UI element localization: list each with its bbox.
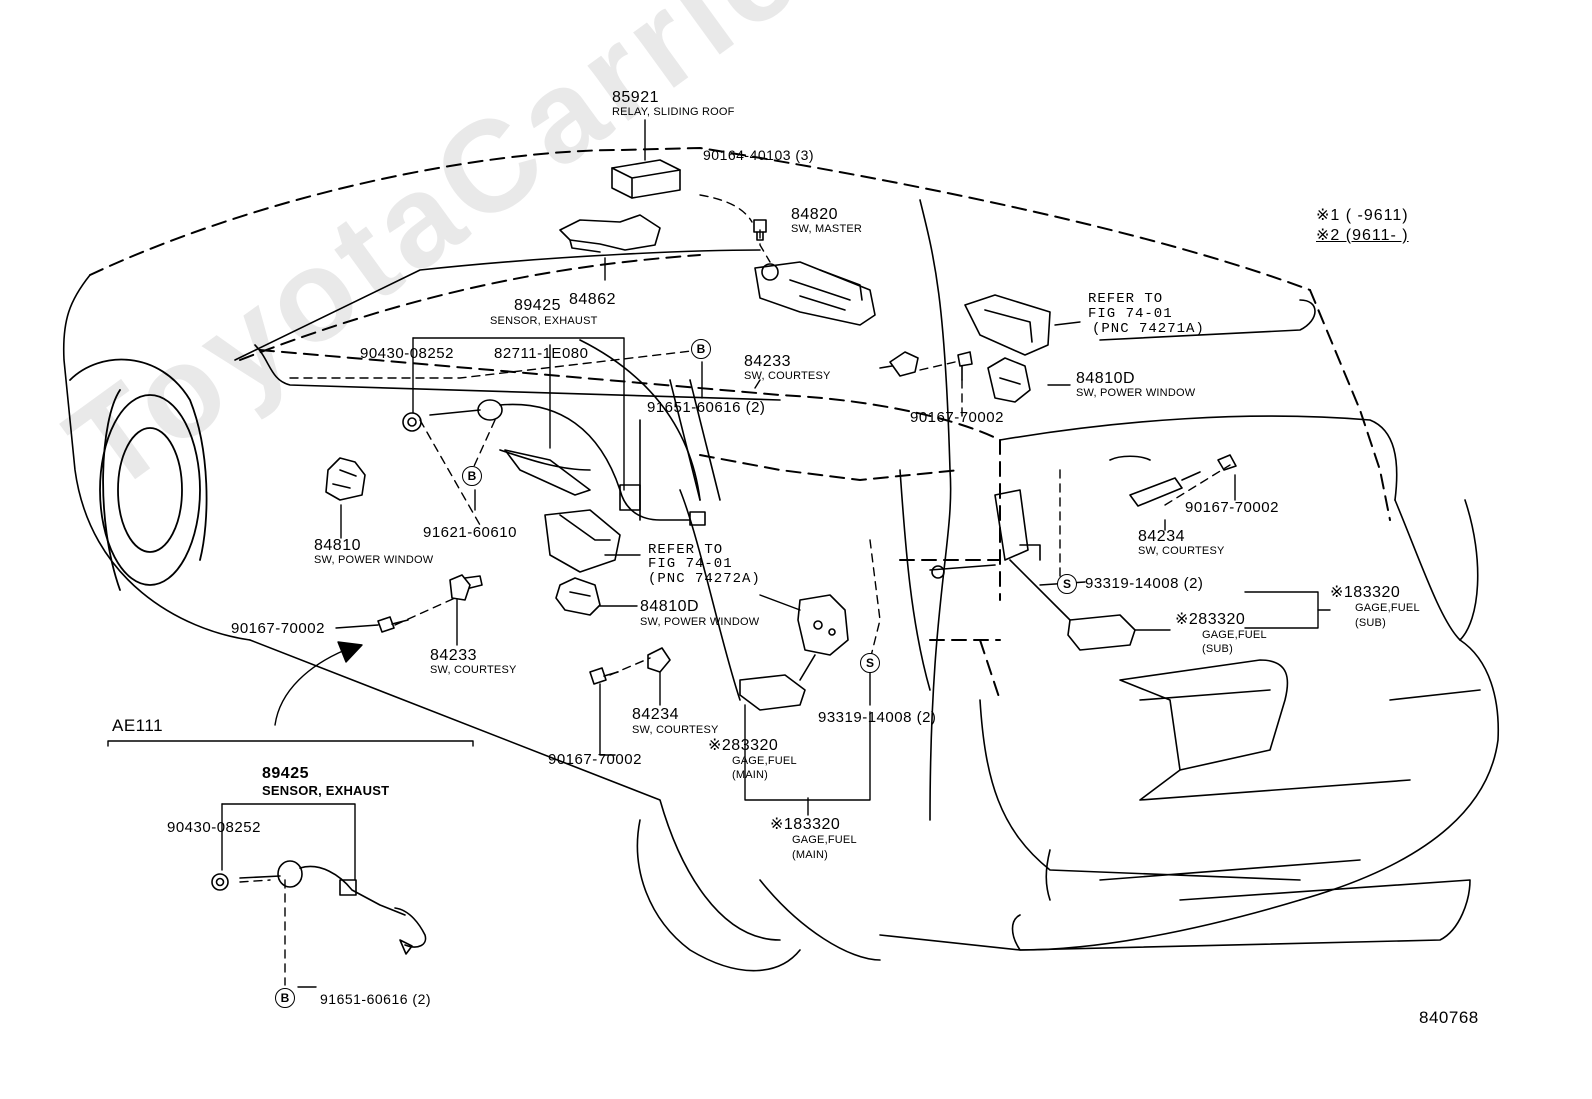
part-83320-sub2-desc1: GAGE,FUEL (1202, 629, 1267, 641)
part-91651-number: 91651-60616 (2) (647, 399, 766, 416)
part-83320-sub2-number: ※283320 (1175, 611, 1246, 628)
part-84862-number: 84862 (569, 291, 616, 308)
ae111-part-91651-number: 91651-60616 (2) (320, 991, 432, 1007)
relay-sliding-roof-part (611, 159, 681, 199)
part-84810D-left-number: 84810D (640, 598, 700, 615)
part-90167-mid-number: 90167-70002 (910, 409, 1004, 426)
part-82711-number: 82711-1E080 (494, 345, 589, 362)
part-84810D-left-desc: SW, POWER WINDOW (640, 616, 760, 628)
front-wheel (69, 358, 208, 591)
variant-label: AE111 (112, 716, 164, 735)
refer-left-line2: FIG 74-01 (648, 556, 733, 572)
part-83320-sub1-number: ※183320 (1330, 584, 1401, 601)
courtesy-switch-84233-top-part (879, 351, 919, 377)
window-switch-74271A-part (964, 294, 1051, 356)
courtesy-switch-84234-right-part (1129, 454, 1237, 507)
fuel-gauge-sub-part (929, 489, 1136, 651)
symbol-b-top: B (691, 339, 711, 359)
part-84810D-right-desc: SW, POWER WINDOW (1076, 387, 1196, 399)
refer-right-line1: REFER TO (1088, 291, 1164, 307)
power-window-switch-84810-part (325, 457, 366, 501)
part-83320-main2-desc1: GAGE,FUEL (732, 755, 797, 767)
part-89425-desc: SENSOR, EXHAUST (490, 315, 598, 327)
power-window-switch-84810D-right-part (987, 357, 1031, 403)
ae111-symbol-b: B (275, 988, 295, 1008)
vehicle-body (62, 199, 1500, 972)
part-84234-right-desc: SW, COURTESY (1138, 545, 1225, 557)
bracket-84862-part (559, 214, 661, 253)
part-84810-desc: SW, POWER WINDOW (314, 554, 434, 566)
part-90167-right-number: 90167-70002 (1185, 499, 1279, 516)
power-window-switch-84810D-left-part (555, 577, 601, 616)
part-90164-number: 90164-40103 (3) (703, 147, 815, 163)
part-83320-main1-number: ※183320 (770, 816, 841, 833)
part-84810D-right-number: 84810D (1076, 370, 1136, 387)
part-83320-sub1-desc1: GAGE,FUEL (1355, 602, 1420, 614)
window-switch-74272A-part (544, 509, 621, 573)
screw-90167-bottom-part (589, 667, 619, 685)
courtesy-switch-84234-left-part (647, 647, 671, 673)
exhaust-sensor-part (402, 399, 706, 526)
part-90167-left-number: 90167-70002 (231, 620, 325, 637)
screw-90167-mid-part (957, 351, 973, 381)
refer-left-line1: REFER TO (648, 542, 724, 558)
part-91621-number: 91621-60610 (423, 524, 517, 541)
part-84234-left-desc: SW, COURTESY (632, 724, 719, 736)
part-83320-main2-desc2: (MAIN) (732, 769, 769, 781)
part-83320-sub1-desc2: (SUB) (1355, 617, 1386, 629)
part-84234-left-number: 84234 (632, 706, 679, 723)
symbol-s-mid: S (860, 653, 880, 673)
fuel-gauge-main-part (739, 594, 849, 711)
part-85921-number: 85921 (612, 89, 659, 106)
part-84234-right-number: 84234 (1138, 528, 1185, 545)
bolt-90164-part (753, 219, 767, 241)
part-84810-number: 84810 (314, 537, 361, 554)
part-83320-main1-desc1: GAGE,FUEL (792, 834, 857, 846)
ae111-part-90430-number: 90430-08252 (167, 819, 261, 836)
part-90430-number: 90430-08252 (360, 345, 454, 362)
symbol-b-left: B (462, 466, 482, 486)
part-84233-left-number: 84233 (430, 647, 477, 664)
master-switch-part (754, 261, 876, 326)
vehicle-outline (89, 147, 1391, 701)
part-89425-number: 89425 (514, 297, 561, 314)
refer-right-line3: (PNC 74271A) (1092, 321, 1205, 337)
part-84820-number: 84820 (791, 206, 838, 223)
ae111-exhaust-sensor-part (211, 860, 427, 955)
part-93319-right-number: 93319-14008 (2) (1085, 575, 1204, 592)
dashed-leaders (239, 194, 1231, 986)
symbol-s-right: S (1057, 574, 1077, 594)
part-93319-mid-number: 93319-14008 (2) (818, 709, 937, 726)
part-84233-left-desc: SW, COURTESY (430, 664, 517, 676)
leader-lines (107, 119, 1331, 988)
diagram-code: 840768 (1419, 1008, 1479, 1027)
part-90167-bottom-number: 90167-70002 (548, 751, 642, 768)
ae111-part-89425-desc: SENSOR, EXHAUST (262, 783, 390, 798)
part-84233-top-number: 84233 (744, 353, 791, 370)
courtesy-switch-84233-left-part (449, 574, 483, 601)
refer-left-line3: (PNC 74272A) (648, 571, 761, 587)
legend-note-2: ※2 (9611- ) (1316, 227, 1409, 244)
refer-right-line2: FIG 74-01 (1088, 306, 1173, 322)
part-84233-top-desc: SW, COURTESY (744, 370, 831, 382)
part-83320-main2-number: ※283320 (708, 737, 779, 754)
screw-90167-left-part (377, 616, 409, 633)
part-85921-desc: RELAY, SLIDING ROOF (612, 106, 735, 118)
part-83320-main1-desc2: (MAIN) (792, 849, 829, 861)
ae111-part-89425-number: 89425 (262, 765, 309, 782)
legend-note-1: ※1 ( -9611) (1316, 207, 1409, 224)
part-83320-sub2-desc2: (SUB) (1202, 643, 1233, 655)
part-84820-desc: SW, MASTER (791, 223, 863, 235)
